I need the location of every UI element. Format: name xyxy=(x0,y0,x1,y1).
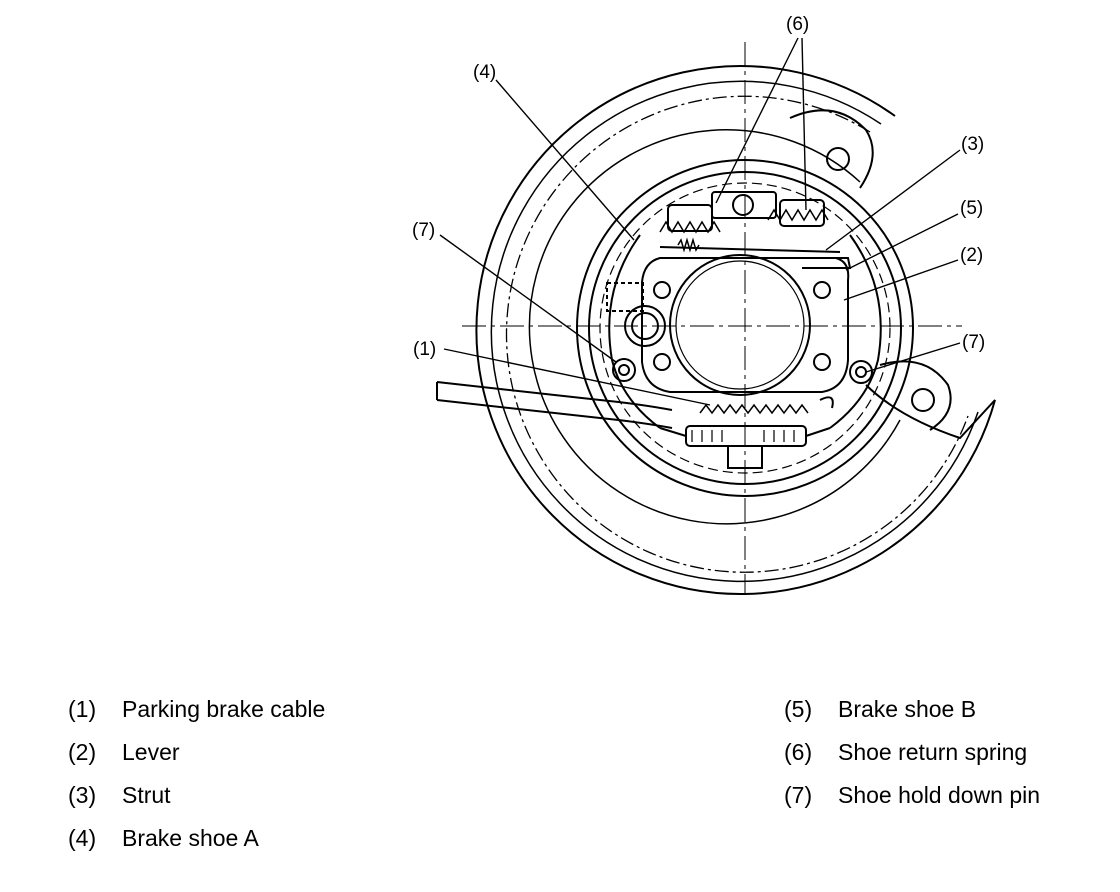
upper-mounting-ear xyxy=(789,109,874,189)
legend-left-column: (1) Parking brake cable (2) Lever (3) St… xyxy=(68,694,325,866)
leader-7-right xyxy=(865,342,961,373)
legend-item-7: (7) Shoe hold down pin xyxy=(784,780,1040,823)
adjuster-block xyxy=(606,282,644,312)
lower-shoe-ends xyxy=(659,427,831,437)
hold-down-pin-left xyxy=(612,358,636,382)
legend-item-4: (4) Brake shoe A xyxy=(68,823,325,866)
legend-item-5: (5) Brake shoe B xyxy=(784,694,1040,737)
strut-end-hook xyxy=(798,257,852,269)
hold-down-pin-right xyxy=(849,360,873,384)
shoe-return-spring-right xyxy=(767,208,829,222)
shoe-return-spring-left xyxy=(659,220,721,234)
legend-item-2: (2) Lever xyxy=(68,737,325,780)
bolt-hole-2 xyxy=(813,281,831,299)
bolt-hole-3 xyxy=(653,353,671,371)
brake-shoe-b-lining xyxy=(829,234,882,429)
backing-plate-outline xyxy=(475,65,996,595)
leader-6b xyxy=(801,37,807,211)
callout-3: (3) xyxy=(961,134,984,155)
backing-plate-dashdot-contour xyxy=(505,95,969,573)
leader-6a xyxy=(715,37,799,204)
axle-bore-inner xyxy=(675,260,805,390)
lower-mounting-hole xyxy=(911,388,935,412)
legend-number: (7) xyxy=(784,782,813,808)
legend-item-3: (3) Strut xyxy=(68,780,325,823)
hold-down-pin-left-inner xyxy=(618,364,630,376)
legend-label: Brake shoe A xyxy=(122,825,259,851)
leader-4 xyxy=(495,79,635,241)
spring-anchor-right xyxy=(779,199,825,227)
hold-down-pin-right-inner xyxy=(855,366,867,378)
legend-label: Strut xyxy=(122,782,171,808)
legend-label: Lever xyxy=(122,739,180,765)
brake-shoe-a-lining xyxy=(608,234,661,429)
upper-mounting-hole xyxy=(826,147,850,171)
legend-label: Parking brake cable xyxy=(122,696,326,722)
spring-anchor-left xyxy=(667,204,713,232)
legend-item-6: (6) Shoe return spring xyxy=(784,737,1040,780)
legend-number: (3) xyxy=(68,782,97,808)
backing-plate-ring xyxy=(528,129,901,525)
legend-number: (2) xyxy=(68,739,97,765)
strut-spring xyxy=(677,237,700,253)
axle-bore xyxy=(669,254,811,396)
callout-4: (4) xyxy=(473,62,496,83)
lower-adjuster-teeth xyxy=(691,430,795,442)
legend-right-column: (5) Brake shoe B (6) Shoe return spring … xyxy=(784,694,1040,823)
callout-7-right: (7) xyxy=(962,332,985,353)
leader-3 xyxy=(825,149,961,251)
legend-label: Shoe return spring xyxy=(838,739,1028,765)
callout-2: (2) xyxy=(960,245,983,266)
leader-5 xyxy=(845,213,959,271)
legend-label: Shoe hold down pin xyxy=(838,782,1041,808)
wheel-cylinder-piston xyxy=(732,194,754,216)
strut-bar xyxy=(659,246,841,253)
wheel-cylinder xyxy=(711,191,777,219)
callout-7-left: (7) xyxy=(412,220,435,241)
leader-2 xyxy=(843,259,959,301)
legend-number: (4) xyxy=(68,825,97,851)
callout-5: (5) xyxy=(960,198,983,219)
lower-return-spring xyxy=(699,403,809,415)
legend-number: (6) xyxy=(784,739,813,765)
callout-1: (1) xyxy=(413,339,436,360)
legend-item-1: (1) Parking brake cable xyxy=(68,694,325,737)
legend-number: (1) xyxy=(68,696,97,722)
backing-plate-inner-contour xyxy=(490,80,979,583)
leader-1 xyxy=(443,348,711,406)
bolt-hole-4 xyxy=(813,353,831,371)
legend-label: Brake shoe B xyxy=(838,696,977,722)
lower-spring-hook xyxy=(819,396,834,409)
leader-7-left xyxy=(439,234,617,363)
callout-6: (6) xyxy=(786,14,809,35)
parking-brake-cable xyxy=(436,381,673,429)
legend-number: (5) xyxy=(784,696,813,722)
bolt-hole-1 xyxy=(653,281,671,299)
lower-adjuster xyxy=(685,425,807,447)
